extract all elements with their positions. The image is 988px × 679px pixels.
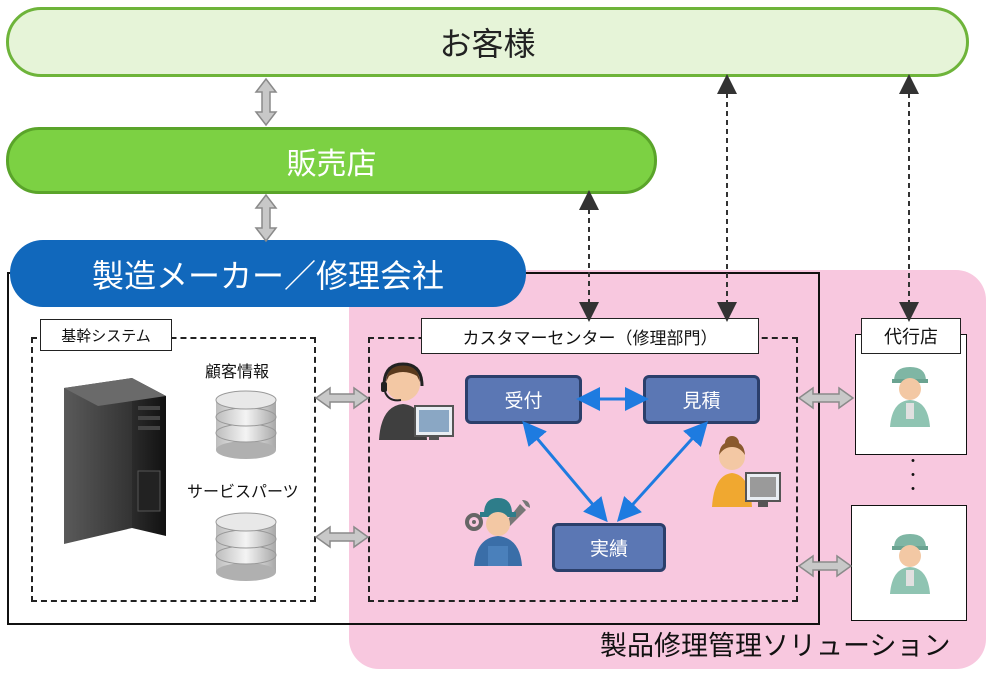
maker-box: 製造メーカー／修理会社	[10, 240, 526, 307]
maker-label: 製造メーカー／修理会社	[91, 256, 444, 295]
dealer-label: 販売店	[286, 146, 377, 182]
core-system-label-box: 基幹システム	[40, 319, 172, 351]
customer-box: お客様	[6, 7, 969, 77]
operator-woman-icon	[712, 436, 781, 507]
agent-store-label: 代行店	[884, 327, 938, 348]
flow-arrow	[616, 421, 709, 522]
gray-double-arrow	[314, 386, 370, 410]
database-icon	[215, 512, 277, 581]
gray-double-arrow	[797, 386, 855, 410]
call-center-label-box: カスタマーセンター（修理部門）	[421, 318, 759, 354]
gray-double-arrow	[797, 554, 853, 578]
mechanic-icon	[465, 498, 530, 566]
db-parts-label: サービスパーツ	[187, 482, 299, 501]
node-estimate: 見積	[643, 375, 760, 424]
staff-icon	[890, 367, 930, 427]
server-icon	[64, 378, 166, 544]
node-result: 実績	[552, 523, 666, 572]
customer-label: お客様	[439, 25, 536, 63]
gray-double-arrow	[254, 193, 278, 243]
ellipsis-vertical: ・ ・ ・	[906, 454, 920, 498]
node-estimate-label: 見積	[682, 390, 721, 412]
staff-icon	[890, 534, 930, 594]
core-system-box	[31, 337, 316, 602]
agent-store-label-box: 代行店	[861, 318, 961, 354]
dealer-box: 販売店	[6, 127, 657, 194]
call-center-label: カスタマーセンター（修理部門）	[462, 328, 718, 349]
agent-store-box	[851, 505, 967, 621]
gray-double-arrow	[254, 77, 278, 127]
node-result-label: 実績	[589, 538, 628, 560]
database-icon	[215, 390, 277, 459]
core-system-label: 基幹システム	[61, 326, 151, 345]
solution-label: 製品修理管理ソリューション	[600, 631, 951, 662]
node-reception-label: 受付	[504, 390, 543, 412]
flow-arrow	[522, 420, 608, 523]
gray-double-arrow	[314, 525, 370, 549]
operator-headset-icon	[379, 362, 454, 440]
db-customer-label: 顧客情報	[205, 362, 270, 381]
